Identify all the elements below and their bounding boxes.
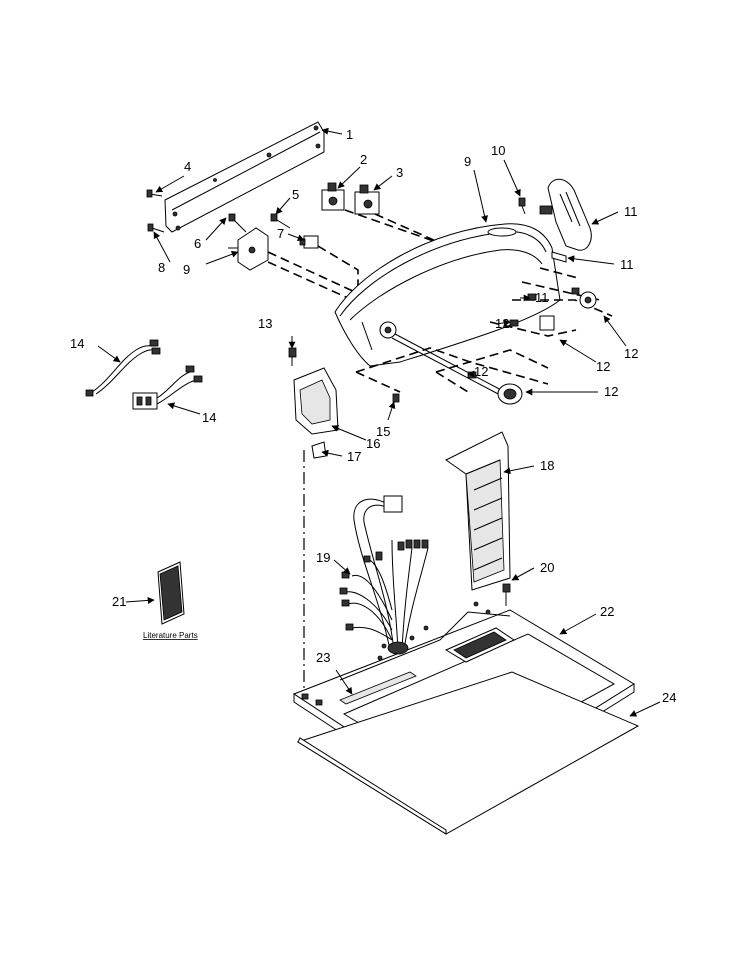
callout-7: 2 (360, 152, 367, 167)
part-end-cap-8 (539, 178, 592, 251)
part-knob-17 (571, 287, 597, 309)
callout-15: 19 (316, 550, 330, 565)
callout-9-top: 4 (184, 159, 191, 174)
callout-22: 23 (316, 650, 330, 665)
callout-11-c: 12 (474, 364, 488, 379)
part-knob-18 (539, 315, 555, 331)
callout-21: 9 (183, 262, 190, 277)
callout-11-a: 11 (535, 290, 549, 305)
part-switch-3 (299, 235, 319, 249)
callout-12-mid: 13 (258, 316, 272, 331)
part-end-cap-4 (293, 367, 339, 435)
screw-12-c (518, 197, 526, 215)
screw-12-d (288, 347, 297, 366)
screw-9-bottom (147, 223, 165, 233)
screw-20 (392, 393, 400, 403)
callout-3: 7 (277, 226, 284, 241)
leader-lines (97, 127, 661, 717)
part-harness-24 (85, 339, 161, 397)
callout-5: 12 (604, 384, 618, 399)
screw-12-a (228, 213, 247, 233)
callout-10: 18 (540, 458, 554, 473)
part-console-panel (334, 223, 561, 367)
callout-4: 16 (366, 436, 380, 451)
callout-2: 3 (396, 165, 403, 180)
screw-13 (502, 583, 511, 606)
part-knob-5 (497, 383, 523, 405)
callout-23: 24 (662, 690, 676, 705)
callout-14-right: 11 (620, 257, 634, 272)
clip-14-b (311, 441, 327, 459)
callout-labels: 1 2 3 4 5 6 7 8 9 9 10 11 11 11 12 12 12… (70, 127, 676, 705)
callout-16: 22 (600, 604, 614, 619)
callout-17: 12 (624, 346, 638, 361)
callout-1: 21 (112, 594, 126, 609)
part-seal-23 (296, 671, 640, 835)
part-harness-25 (132, 365, 203, 410)
part-gasket-22 (339, 671, 417, 705)
callout-14-left: 17 (347, 449, 361, 464)
callout-12-left: 6 (194, 236, 201, 251)
callout-20: 15 (376, 424, 390, 439)
callout-25: 14 (202, 410, 216, 425)
callout-6: 1 (346, 127, 353, 142)
part-harness-15 (339, 495, 429, 651)
callout-12-top: 5 (292, 187, 299, 202)
part-rear-bracket (164, 121, 325, 233)
callout-12-right: 10 (491, 143, 505, 158)
part-switch-2 (354, 184, 380, 215)
callout-18: 12 (596, 359, 610, 374)
screw-9-top (146, 189, 163, 198)
literature-parts-label: Literature Parts (143, 631, 198, 640)
screw-12-b (270, 213, 291, 229)
callout-11-b: 12 (495, 316, 509, 331)
callout-19: 9 (464, 154, 471, 169)
callout-13: 20 (540, 560, 554, 575)
part-switch-7 (321, 182, 345, 211)
part-lint-filter-10 (445, 431, 511, 591)
part-shaft (391, 333, 506, 397)
part-literature-1 (157, 561, 185, 625)
clip-14-a (551, 251, 567, 263)
callout-24: 14 (70, 336, 84, 351)
callout-8: 11 (624, 204, 638, 219)
part-clip-11-b (509, 319, 519, 327)
part-bracket-21 (228, 227, 269, 271)
callout-9-bottom: 8 (158, 260, 165, 275)
